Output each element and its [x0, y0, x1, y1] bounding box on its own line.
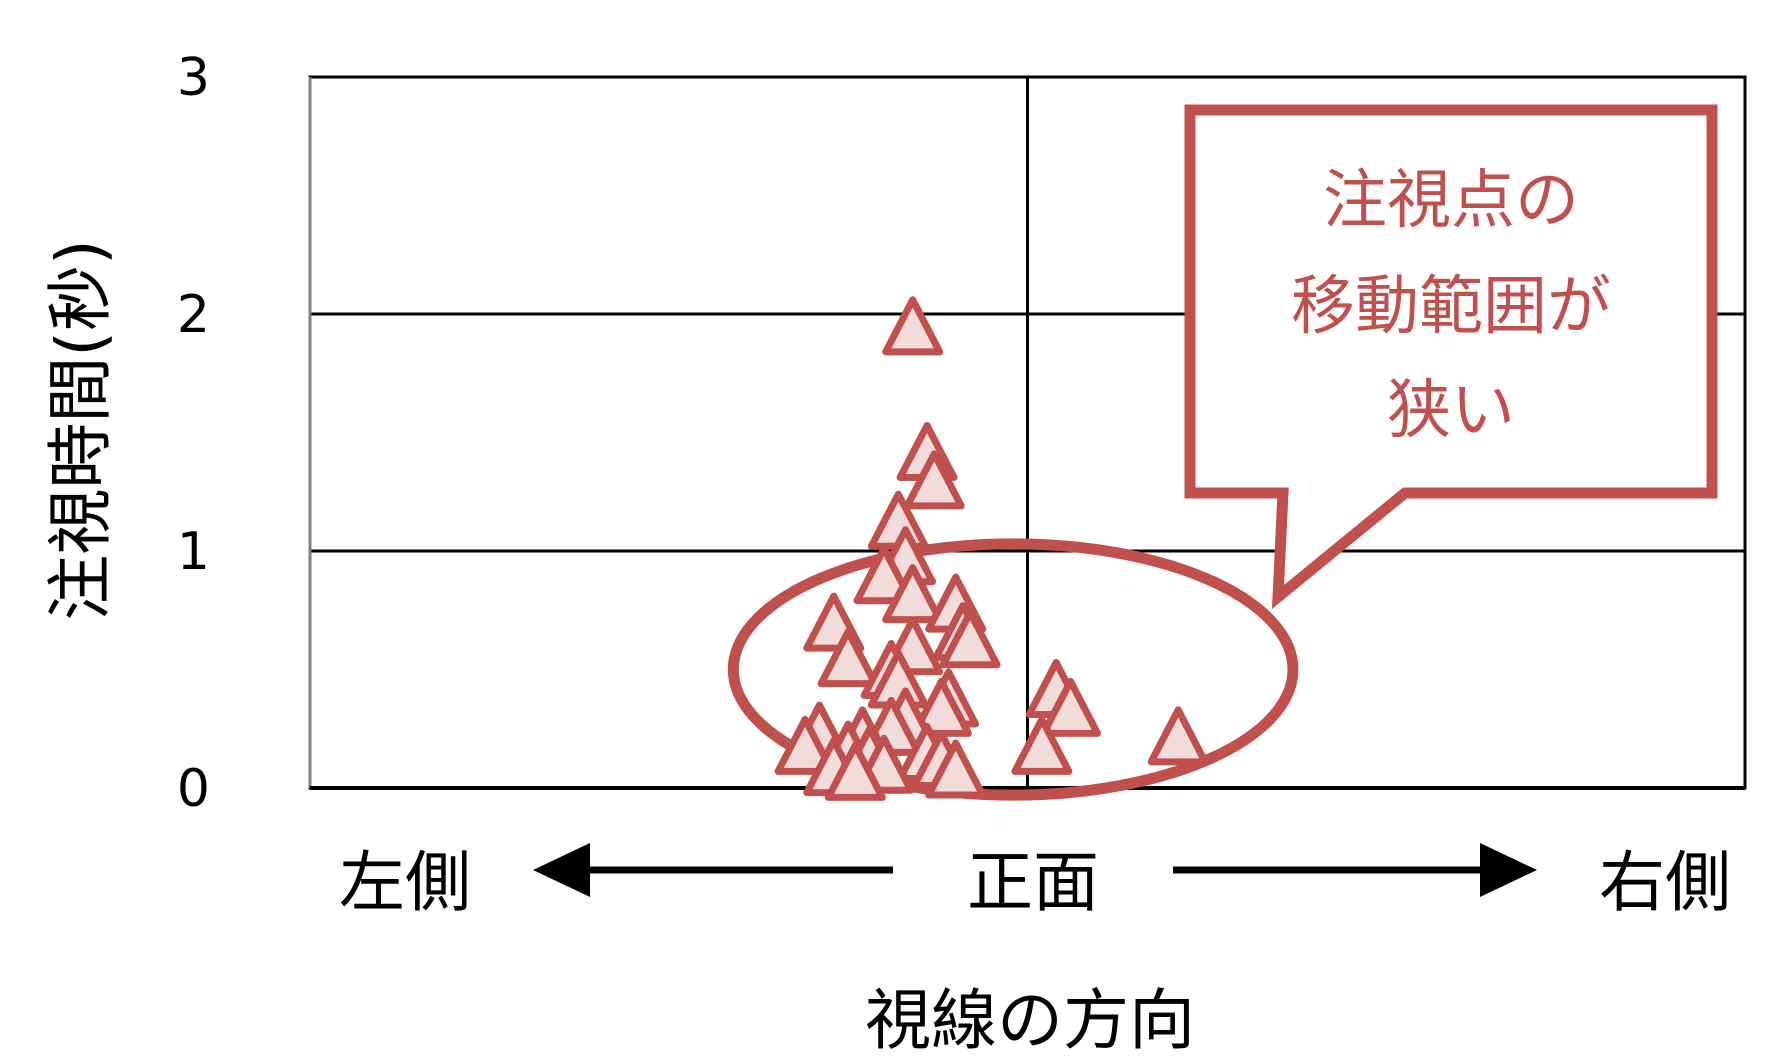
data-point-triangle [817, 628, 879, 688]
x-label-right: 右側 [1599, 844, 1731, 921]
data-point-triangle [824, 741, 886, 801]
data-point-triangle [774, 715, 836, 775]
y-tick-label: 2 [177, 285, 210, 345]
data-point-triangle [1147, 706, 1209, 766]
y-tick-labels: 0 1 2 3 [177, 48, 210, 819]
x-direction-axis: 左側 正面 右側 [339, 843, 1731, 921]
data-point-triangle [882, 296, 944, 356]
data-point-triangle [1011, 715, 1073, 775]
data-point-triangle [903, 450, 965, 510]
callout-line-3: 狭い [1387, 374, 1515, 448]
x-label-left: 左側 [339, 844, 471, 921]
highlight-ellipse [727, 538, 1299, 801]
highlight-ellipse-layer [727, 538, 1299, 801]
data-point-triangle [853, 545, 915, 605]
y-tick-label: 0 [177, 759, 210, 819]
arrow-left-head [533, 843, 590, 897]
y-tick-label: 3 [177, 48, 210, 108]
annotation-callout: 注視点の 移動範囲が 狭い [1184, 104, 1718, 610]
callout-line-2: 移動範囲が [1291, 270, 1611, 344]
x-axis-title: 視線の方向 [865, 982, 1195, 1059]
callout-line-1: 注視点の [1323, 164, 1579, 238]
data-point-triangle [939, 609, 1001, 669]
y-axis-title: 注視時間(秒) [42, 239, 119, 621]
arrow-right-head [1480, 843, 1537, 897]
data-points [774, 296, 1209, 801]
callout-bubble [1184, 104, 1718, 610]
x-label-center: 正面 [967, 844, 1099, 921]
data-point-triangle [925, 739, 987, 799]
y-tick-label: 1 [177, 522, 210, 582]
data-point-triangle [1040, 677, 1102, 737]
